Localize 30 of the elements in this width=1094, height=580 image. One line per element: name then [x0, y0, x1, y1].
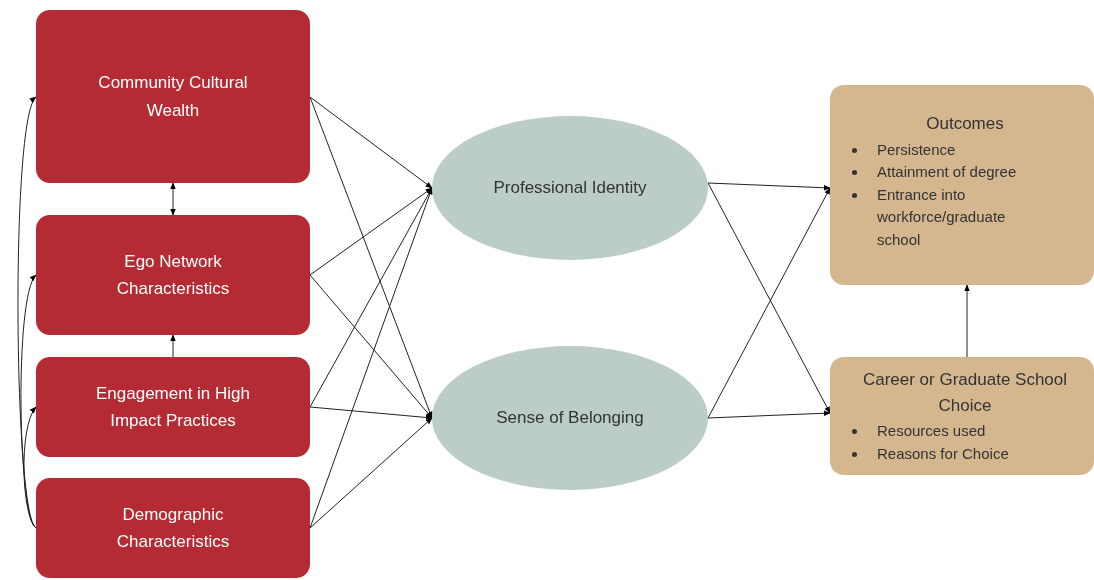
- arrow: [170, 182, 176, 216]
- arrow: [964, 284, 970, 358]
- bullet-item: Attainment of degree: [877, 162, 1017, 182]
- node-label: Professional Identity: [493, 177, 647, 200]
- box-heading: Outcomes: [926, 113, 1004, 135]
- concept-box: [36, 478, 310, 578]
- box-heading: Career or Graduate School Choice: [861, 369, 1069, 417]
- node-label: Community Cultural Wealth: [97, 72, 249, 122]
- arrow: [309, 96, 433, 189]
- concept-box: [36, 215, 310, 335]
- bullet-item: Resources used: [877, 421, 986, 441]
- arrow: [23, 406, 37, 529]
- node-label: Ego Network Characteristics: [115, 250, 231, 300]
- arrow: [309, 406, 433, 421]
- arrow: [309, 187, 433, 276]
- concept-box: [36, 357, 310, 457]
- concept-box: [830, 357, 1094, 475]
- bullet-item: Entrance into workforce/graduate school: [877, 184, 1007, 250]
- bullet-item: Reasons for Choice: [877, 443, 1009, 464]
- node-label: Sense of Belonging: [496, 407, 644, 430]
- concept-box: [36, 10, 310, 183]
- arrow: [707, 410, 831, 419]
- arrow: [170, 334, 176, 358]
- node-label: Engagement in High Impact Practices: [94, 382, 251, 432]
- arrow: [707, 182, 831, 191]
- node-label: Demographic Characteristics: [115, 503, 231, 553]
- concept-box: [830, 85, 1094, 285]
- bullet-item: Persistence: [877, 139, 956, 160]
- arrow: [309, 274, 433, 419]
- arrow: [309, 417, 433, 529]
